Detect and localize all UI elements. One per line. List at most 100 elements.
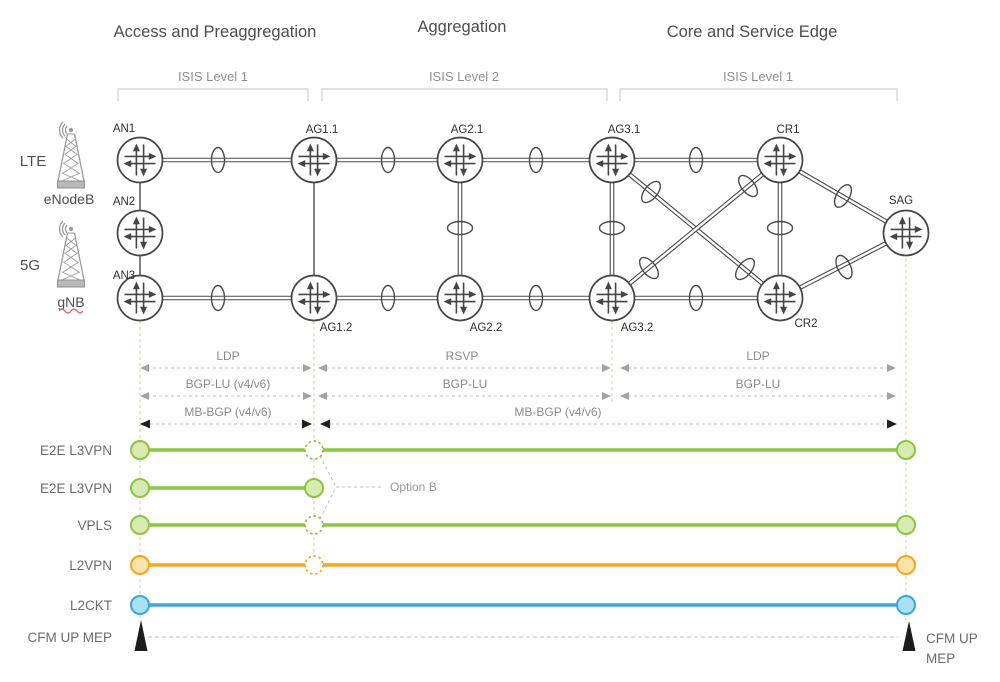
router-sag bbox=[882, 209, 930, 257]
service-label-l2vpn: L2VPN bbox=[69, 558, 112, 573]
enodeb-label: eNodeB bbox=[44, 191, 95, 207]
cfm-up-mep-left-label: CFM UP MEP bbox=[27, 630, 112, 645]
router-label-ag12: AG1.2 bbox=[320, 322, 353, 334]
section-title-core: Core and Service Edge bbox=[667, 23, 838, 41]
service-endpoint bbox=[130, 440, 150, 460]
lag-ellipse bbox=[380, 284, 396, 312]
gnb-label: gNB bbox=[57, 294, 84, 310]
service-endpoint bbox=[896, 440, 916, 460]
protocol-label: RSVP bbox=[446, 349, 479, 363]
lte-tower-icon bbox=[56, 121, 86, 189]
lag-ellipse bbox=[210, 284, 226, 312]
router-an1 bbox=[116, 136, 164, 184]
mep-triangle-icon bbox=[134, 620, 148, 651]
service-endpoint bbox=[304, 478, 324, 498]
protocol-spans: LDP RSVP LDP BGP-LU (v4/v6) BGP-LU BGP-L… bbox=[140, 349, 897, 429]
service-endpoint-dotted bbox=[304, 555, 324, 575]
service-rows: Option B E2E L3VPN E2E L3VPN VPLS L2VPN … bbox=[27, 440, 978, 666]
5g-tower-icon bbox=[56, 220, 86, 288]
router-ag11 bbox=[290, 136, 338, 184]
5g-label: 5G bbox=[20, 257, 40, 274]
cfm-up-mep-right-label-line2: MEP bbox=[926, 651, 955, 666]
router-label-sag: SAG bbox=[889, 195, 913, 207]
router-label-ag22: AG2.2 bbox=[470, 322, 503, 334]
protocol-row-mb-bgp: MB-BGP (v4/v6) MB-BGP (v4/v6) bbox=[140, 405, 897, 429]
protocol-label: BGP-LU (v4/v6) bbox=[186, 377, 271, 391]
lag-ellipse bbox=[734, 257, 756, 281]
router-label-ag31: AG3.1 bbox=[608, 124, 641, 136]
lte-label: LTE bbox=[20, 153, 46, 170]
router-cr2 bbox=[756, 274, 804, 322]
lag-ellipse bbox=[766, 220, 794, 236]
section-headers: Access and Preaggregation Aggregation Co… bbox=[114, 18, 898, 101]
router-ag31 bbox=[588, 136, 636, 184]
protocol-row-ldp-rsvp-ldp: LDP RSVP LDP bbox=[140, 349, 896, 372]
router-label-ag11: AG1.1 bbox=[306, 124, 339, 136]
lag-ellipse bbox=[380, 146, 396, 174]
isis-label-core: ISIS Level 1 bbox=[723, 69, 793, 84]
lag-ellipse bbox=[737, 174, 759, 198]
network-links bbox=[139, 157, 908, 301]
router-ag21 bbox=[436, 136, 484, 184]
service-endpoint bbox=[130, 595, 150, 615]
lag-ellipse bbox=[528, 284, 544, 312]
router-ag12 bbox=[290, 274, 338, 322]
service-endpoint bbox=[896, 515, 916, 535]
router-ag22 bbox=[436, 274, 484, 322]
cfm-up-mep-right-label-line1: CFM UP bbox=[926, 631, 978, 646]
router-an3 bbox=[116, 274, 164, 322]
router-cr1 bbox=[756, 136, 804, 184]
router-label-an2: AN2 bbox=[113, 196, 135, 208]
lag-ellipse bbox=[638, 256, 660, 280]
link-cr2-sag bbox=[778, 230, 908, 301]
isis-bracket-access bbox=[117, 88, 309, 101]
router-an2 bbox=[116, 209, 164, 257]
lag-ellipse bbox=[598, 220, 626, 236]
isis-label-access: ISIS Level 1 bbox=[178, 69, 248, 84]
service-endpoint bbox=[130, 478, 150, 498]
service-endpoint bbox=[130, 555, 150, 575]
lag-ellipse bbox=[688, 146, 704, 174]
service-label-l2ckt: L2CKT bbox=[70, 598, 112, 613]
router-label-ag32: AG3.2 bbox=[621, 322, 654, 334]
router-ag32 bbox=[588, 274, 636, 322]
lag-ellipse bbox=[528, 146, 544, 174]
service-endpoint bbox=[896, 555, 916, 575]
lag-ellipse bbox=[210, 146, 226, 174]
option-b-callout: Option B bbox=[319, 455, 437, 520]
protocol-label: BGP-LU bbox=[736, 377, 781, 391]
option-b-label: Option B bbox=[390, 480, 437, 494]
service-endpoint-dotted bbox=[304, 515, 324, 535]
protocol-label: MB-BGP (v4/v6) bbox=[514, 405, 601, 419]
isis-label-aggregation: ISIS Level 2 bbox=[429, 69, 499, 84]
isis-bracket-aggregation bbox=[321, 88, 608, 101]
protocol-row-bgp-lu: BGP-LU (v4/v6) BGP-LU BGP-LU bbox=[140, 377, 896, 400]
service-label-e2e-l3vpn-2: E2E L3VPN bbox=[40, 481, 112, 496]
protocol-label: MB-BGP (v4/v6) bbox=[184, 405, 271, 419]
router-label-cr2: CR2 bbox=[794, 318, 817, 330]
radio-access: LTE eNodeB 5G gNB bbox=[20, 121, 95, 314]
protocol-label: LDP bbox=[746, 349, 769, 363]
link-cr1-ag32 bbox=[610, 158, 782, 300]
mep-triangle-icon bbox=[902, 621, 916, 651]
lag-ellipse bbox=[835, 254, 853, 280]
protocol-label: LDP bbox=[216, 349, 239, 363]
protocol-label: BGP-LU bbox=[443, 377, 488, 391]
routers: AN1 AN2 AN3 AG1.1 AG2.1 AG3.1 CR1 AG1.2 … bbox=[113, 123, 930, 334]
service-endpoint-dotted bbox=[304, 440, 324, 460]
router-label-an3: AN3 bbox=[113, 270, 135, 282]
lag-ellipse bbox=[446, 220, 474, 236]
lag-ellipses bbox=[210, 146, 853, 312]
router-label-an1: AN1 bbox=[113, 123, 135, 135]
router-label-ag21: AG2.1 bbox=[451, 124, 484, 136]
spellcheck-squiggle bbox=[58, 308, 84, 314]
isis-bracket-core bbox=[619, 88, 898, 101]
router-label-cr1: CR1 bbox=[776, 124, 799, 136]
lag-ellipse bbox=[833, 183, 853, 209]
link-cr1-sag bbox=[778, 158, 908, 235]
service-label-e2e-l3vpn-1: E2E L3VPN bbox=[40, 443, 112, 458]
service-endpoint bbox=[896, 595, 916, 615]
section-title-access: Access and Preaggregation bbox=[114, 23, 317, 41]
